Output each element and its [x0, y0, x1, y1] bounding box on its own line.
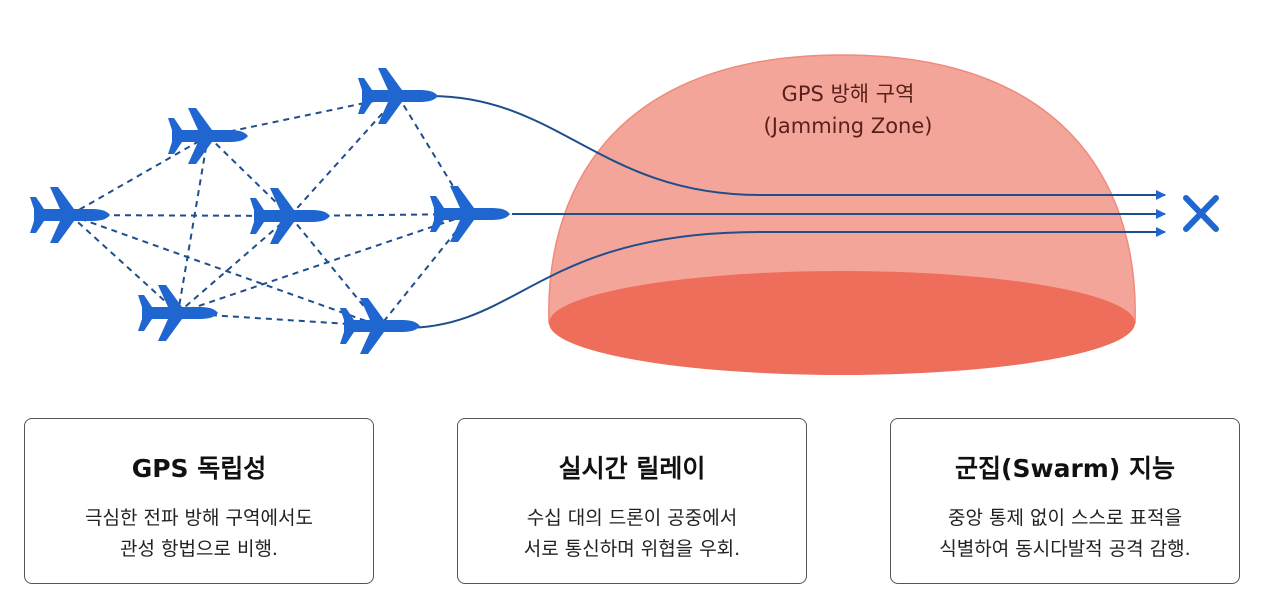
card-desc-line: 식별하여 동시다발적 공격 감행. — [939, 538, 1191, 560]
card-desc-line: 수십 대의 드론이 공중에서 — [526, 507, 738, 529]
card-desc-line: 중앙 통제 없이 스스로 표적을 — [948, 507, 1182, 529]
card-swarm-intelligence: 군집(Swarm) 지능 중앙 통제 없이 스스로 표적을 식별하여 동시다발적… — [890, 418, 1240, 584]
drone-icon — [30, 187, 110, 243]
flight-paths — [404, 95, 1166, 329]
card-title: 군집(Swarm) 지능 — [955, 454, 1175, 483]
drone-icon — [340, 298, 420, 354]
card-desc-line: 관성 항법으로 비행. — [120, 538, 278, 560]
drone-icon — [250, 188, 330, 244]
card-description: 중앙 통제 없이 스스로 표적을 식별하여 동시다발적 공격 감행. — [891, 503, 1239, 565]
target-x-icon — [1183, 195, 1219, 232]
drone-icon — [430, 186, 510, 242]
card-description: 극심한 전파 방해 구역에서도 관성 항법으로 비행. — [25, 503, 373, 565]
dome-base — [549, 271, 1135, 375]
drone-icon — [358, 68, 438, 124]
drone-icon — [138, 285, 218, 341]
card-gps-independence: GPS 독립성 극심한 전파 방해 구역에서도 관성 항법으로 비행. — [24, 418, 374, 584]
card-title: GPS 독립성 — [131, 454, 267, 483]
card-description: 수십 대의 드론이 공중에서 서로 통신하며 위협을 우회. — [458, 503, 806, 565]
dome-label-english: (Jamming Zone) — [764, 114, 933, 138]
dome-label-korean: GPS 방해 구역 — [782, 82, 915, 106]
dome-body — [548, 54, 1136, 324]
card-title: 실시간 릴레이 — [558, 454, 706, 483]
card-realtime-relay: 실시간 릴레이 수십 대의 드론이 공중에서 서로 통신하며 위협을 우회. — [457, 418, 807, 584]
drone-swarm — [30, 68, 510, 354]
card-desc-line: 서로 통신하며 위협을 우회. — [523, 538, 741, 560]
swarm-diagram: GPS 방해 구역 (Jamming Zone) — [30, 54, 1219, 375]
jamming-zone-dome: GPS 방해 구역 (Jamming Zone) — [548, 54, 1136, 375]
mesh-links — [69, 95, 471, 327]
card-desc-line: 극심한 전파 방해 구역에서도 — [85, 507, 313, 529]
drone-icon — [168, 108, 248, 164]
